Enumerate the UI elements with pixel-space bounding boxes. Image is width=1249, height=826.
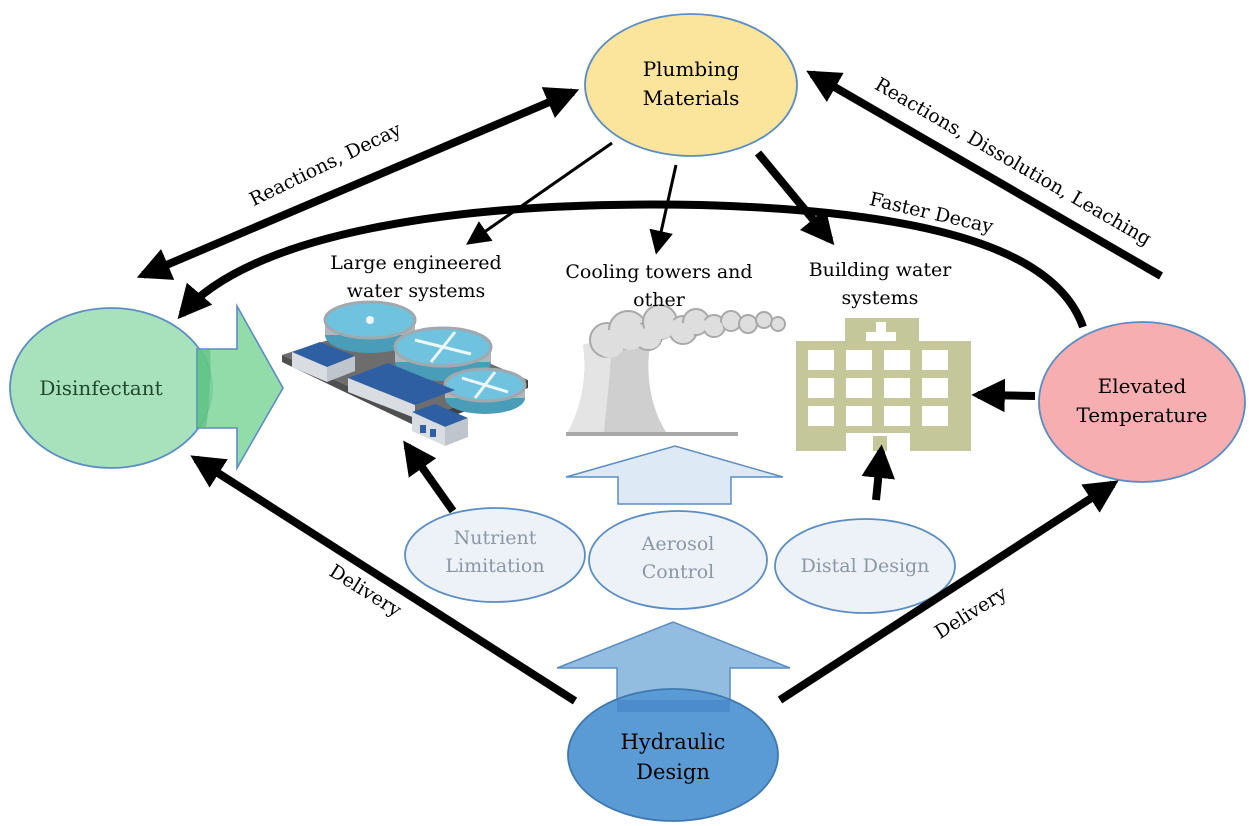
disinfectant-node: Disinfectant bbox=[9, 302, 284, 471]
distal-design-node: Distal Design bbox=[774, 518, 956, 614]
disinfectant-label: Disinfectant bbox=[39, 376, 162, 400]
arrow-plumbing-cooling bbox=[649, 164, 678, 255]
aerosol-up-arrow bbox=[565, 445, 784, 505]
arrow-faster-decay bbox=[177, 200, 1087, 329]
plumbing-line1: Plumbing bbox=[643, 57, 740, 81]
hospital-building-icon bbox=[796, 318, 971, 451]
treatment-plant-icon bbox=[282, 300, 528, 446]
cooling-line1: Cooling towers and bbox=[565, 261, 752, 283]
building-line1: Building water bbox=[809, 259, 953, 281]
plumbing-materials-node: Plumbing Materials bbox=[584, 13, 798, 157]
nutrient-line1: Nutrient bbox=[454, 527, 537, 549]
elevated-temperature-node: Elevated Temperature bbox=[1038, 321, 1246, 483]
hydraulic-line1: Hydraulic bbox=[621, 730, 726, 754]
cooling-tower-icon bbox=[566, 304, 786, 436]
arrow-distal-building bbox=[861, 444, 895, 501]
arrow-elevated-building bbox=[971, 378, 1036, 413]
nutrient-limitation-node: Nutrient Limitation bbox=[404, 507, 586, 603]
building-line2: systems bbox=[842, 287, 919, 309]
arrow-elevated-plumbing bbox=[806, 70, 1164, 280]
aerosol-control-node: Aerosol Control bbox=[588, 510, 768, 610]
elevated-line1: Elevated bbox=[1098, 374, 1187, 398]
arrow-plumbing-building bbox=[754, 150, 835, 246]
distal-label: Distal Design bbox=[801, 555, 930, 577]
large-systems-line2: water systems bbox=[347, 280, 485, 302]
arrow-hydraulic-disinfectant bbox=[190, 455, 578, 705]
arrow-plumbing-disinfectant bbox=[136, 87, 580, 280]
nutrient-line2: Limitation bbox=[445, 555, 544, 577]
arrow-plumbing-large bbox=[466, 141, 613, 245]
cooling-line2: other bbox=[633, 289, 686, 311]
arrow-hydraulic-elevated bbox=[777, 480, 1119, 704]
aerosol-line1: Aerosol bbox=[641, 533, 715, 555]
hydraulic-design-node: Hydraulic Design bbox=[567, 688, 779, 822]
plumbing-line2: Materials bbox=[643, 86, 740, 110]
hydraulic-line2: Design bbox=[636, 760, 710, 784]
elevated-line2: Temperature bbox=[1076, 403, 1207, 427]
arrow-nutrient-large bbox=[403, 440, 457, 514]
aerosol-line2: Control bbox=[642, 561, 714, 583]
large-systems-line1: Large engineered bbox=[330, 252, 501, 274]
